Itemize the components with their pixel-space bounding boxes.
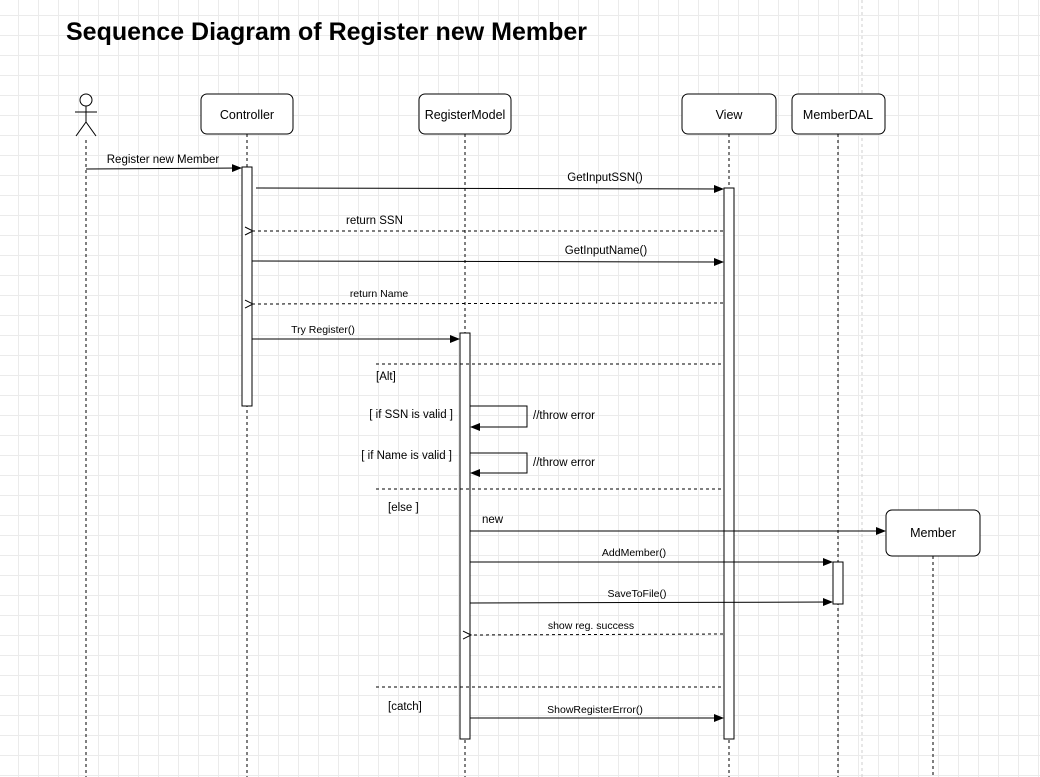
catch-fragment-label: [catch] [388, 701, 422, 713]
message-register-new-member[interactable] [85, 164, 242, 173]
participant-member-dal[interactable]: MemberDAL [791, 93, 886, 135]
message-get-input-ssn-label: GetInputSSN() [567, 172, 643, 184]
participant-member[interactable]: Member [885, 509, 981, 557]
message-get-input-name-label: GetInputName() [565, 245, 648, 257]
view-activation-bar[interactable] [723, 187, 735, 740]
participant-view[interactable]: View [681, 93, 777, 135]
message-get-input-name[interactable] [251, 257, 724, 266]
alt-fragment-label: [Alt] [376, 371, 396, 383]
message-return-name[interactable] [253, 303, 724, 304]
message-return-ssn-label: return SSN [346, 215, 403, 227]
throw-error-name-label: //throw error [533, 457, 595, 469]
diagram-title: Sequence Diagram of Register new Member [66, 18, 587, 46]
guard-name-label: [ if Name is valid ] [361, 450, 452, 462]
message-get-input-ssn[interactable] [255, 184, 724, 193]
participant-view-label: View [716, 108, 744, 122]
participant-register-model[interactable]: RegisterModel [418, 93, 512, 135]
message-show-reg-success[interactable] [471, 634, 724, 635]
participant-controller[interactable]: Controller [200, 93, 294, 135]
member-dal-activation-bar[interactable] [832, 561, 844, 605]
participant-register-model-label: RegisterModel [425, 108, 506, 122]
participant-member-dal-label: MemberDAL [803, 108, 873, 122]
message-save-to-file-label: SaveToFile() [608, 588, 667, 600]
throw-error-ssn-label: //throw error [533, 410, 595, 422]
controller-activation-bar[interactable] [241, 166, 253, 407]
actor-stick-figure-icon[interactable] [75, 93, 97, 137]
message-register-new-member-label: Register new Member [107, 154, 220, 166]
guard-ssn-label: [ if SSN is valid ] [369, 409, 453, 421]
message-return-name-label: return Name [350, 288, 409, 300]
message-show-register-error-label: ShowRegisterError() [547, 704, 643, 716]
register-model-activation-bar[interactable] [459, 332, 471, 740]
self-message-validate-ssn[interactable] [470, 405, 528, 431]
message-save-to-file[interactable] [469, 598, 833, 607]
participant-member-label: Member [910, 526, 956, 540]
message-try-register-label: Try Register() [291, 324, 355, 336]
self-message-validate-name[interactable] [470, 452, 528, 477]
message-show-reg-success-label: show reg. success [548, 620, 634, 632]
message-new-label: new [482, 514, 504, 526]
else-fragment-label: [else ] [388, 502, 419, 514]
participant-controller-label: Controller [220, 108, 274, 122]
message-add-member-label: AddMember() [602, 547, 666, 559]
